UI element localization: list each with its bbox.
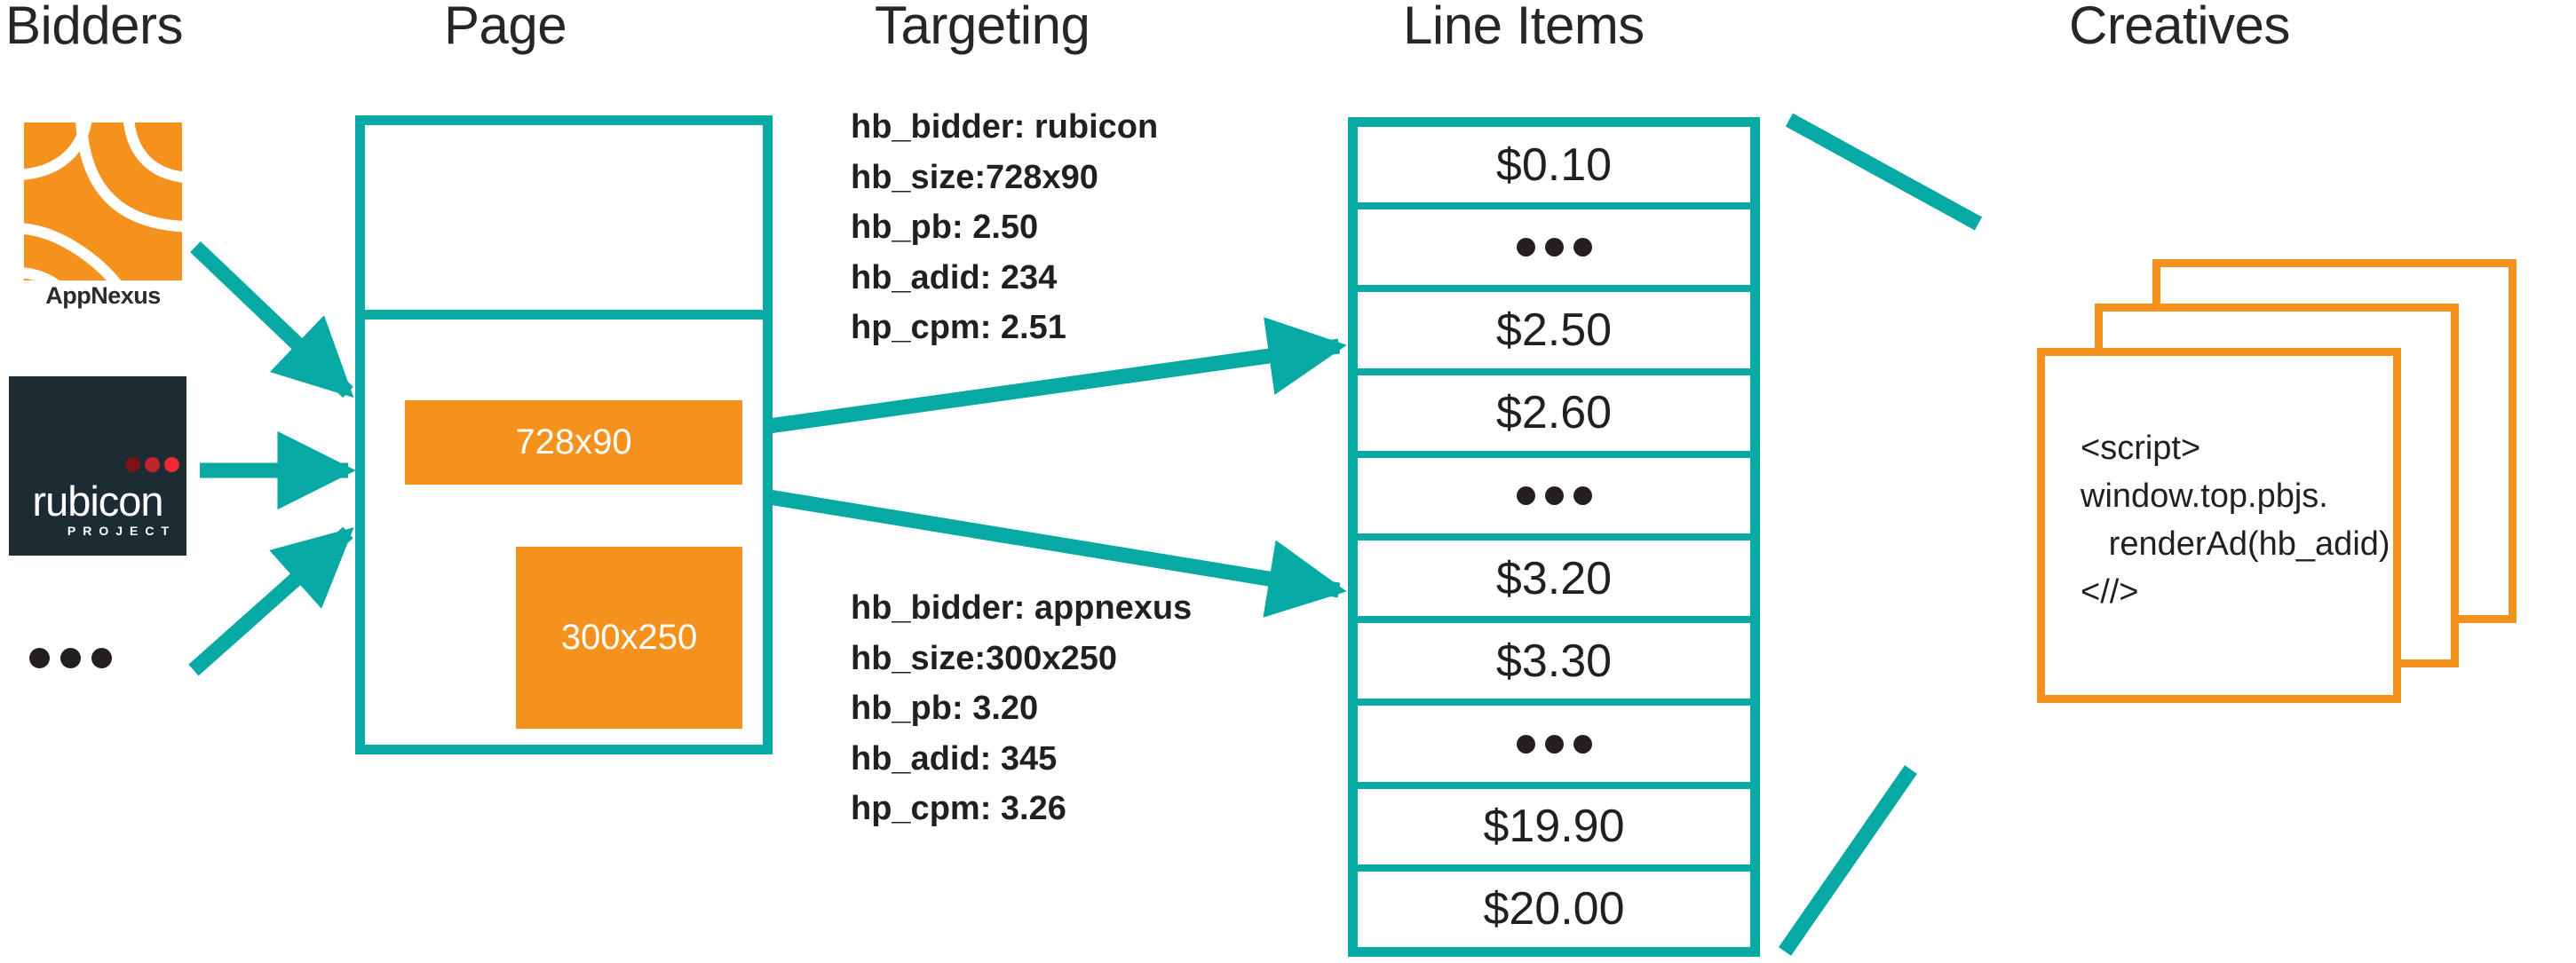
- line-items-table: $0.10 $2.50 $2.60 $3.20 $3.30 $19.90 $20…: [1348, 117, 1760, 957]
- rubicon-dots-icon: [125, 457, 179, 472]
- targeting-line-hb-size: hb_size:728x90: [851, 158, 1098, 196]
- connector-line-items-to-creatives-bottom: [1779, 765, 1917, 956]
- line-item-row[interactable]: $20.00: [1483, 883, 1625, 935]
- appnexus-wordmark: AppNexus: [45, 282, 161, 309]
- targeting-line-hb-bidder: hb_bidder: rubicon: [851, 108, 1159, 146]
- appnexus-icon: [20, 122, 186, 280]
- line-item-row[interactable]: $2.50: [1358, 292, 1750, 375]
- connector-line-items-to-creatives-top: [1785, 113, 1983, 231]
- targeting-line-hb-size: hb_size:300x250: [851, 639, 1117, 677]
- targeting-keyvalues-appnexus: hb_bidder: appnexus hb_size:300x250 hb_p…: [851, 583, 1192, 834]
- line-item-row[interactable]: $19.90: [1358, 789, 1750, 872]
- line-item-row-ellipsis: [1358, 706, 1750, 789]
- column-title-targeting: Targeting: [875, 0, 1090, 55]
- rubicon-logo-inner: rubicon PROJECT: [9, 457, 186, 538]
- column-title-page: Page: [444, 0, 567, 55]
- line-item-row-ellipsis: [1358, 209, 1750, 293]
- bidders-more-ellipsis-icon: [29, 648, 112, 668]
- ad-slot-medium-rectangle[interactable]: 300x250: [516, 547, 742, 729]
- bidder-logo-appnexus[interactable]: AppNexus: [20, 122, 186, 309]
- page-header-divider: [365, 310, 763, 320]
- arrow-page-to-line-item-320: [767, 489, 1347, 618]
- column-title-bidders: Bidders: [5, 0, 183, 55]
- arrow-appnexus-to-page: [190, 241, 354, 399]
- rubicon-wordmark: rubicon: [32, 478, 163, 525]
- line-item-row-ellipsis: [1358, 458, 1750, 541]
- ad-slot-leaderboard[interactable]: 728x90: [405, 400, 742, 485]
- ellipsis-icon: [1516, 734, 1592, 754]
- targeting-line-hb-adid: hb_adid: 345: [851, 739, 1058, 778]
- targeting-keyvalues-rubicon: hb_bidder: rubicon hb_size:728x90 hb_pb:…: [851, 102, 1158, 353]
- ellipsis-icon: [1516, 485, 1592, 505]
- arrow-more-bidders-to-page: [188, 526, 354, 676]
- ellipsis-icon: [1516, 238, 1592, 257]
- creatives-stack: <script> window.top.pbjs. renderAd(hb_ad…: [2037, 259, 2517, 703]
- page-container: 728x90 300x250: [355, 115, 773, 754]
- line-item-row[interactable]: $2.60: [1358, 375, 1750, 458]
- line-item-row[interactable]: $3.20: [1358, 541, 1750, 624]
- line-item-row[interactable]: $0.10: [1358, 127, 1750, 210]
- arrow-page-to-line-item-250: [767, 317, 1347, 434]
- bidder-logo-rubicon[interactable]: rubicon PROJECT: [9, 376, 186, 556]
- targeting-line-hb-pb: hb_pb: 2.50: [851, 209, 1039, 247]
- targeting-line-hp-cpm: hp_cpm: 2.51: [851, 309, 1066, 347]
- column-title-line-items: Line Items: [1403, 0, 1645, 55]
- targeting-line-hb-adid: hb_adid: 234: [851, 258, 1058, 296]
- creative-card-front[interactable]: <script> window.top.pbjs. renderAd(hb_ad…: [2037, 348, 2401, 703]
- line-item-row[interactable]: $3.30: [1358, 623, 1750, 706]
- targeting-line-hb-pb: hb_pb: 3.20: [851, 690, 1039, 728]
- targeting-line-hb-bidder: hb_bidder: appnexus: [851, 589, 1193, 627]
- targeting-line-hp-cpm: hp_cpm: 3.26: [851, 790, 1066, 828]
- rubicon-sublabel: PROJECT: [67, 524, 176, 538]
- column-title-creatives: Creatives: [2069, 0, 2290, 55]
- creative-code-snippet: <script> window.top.pbjs. renderAd(hb_ad…: [2081, 430, 2390, 611]
